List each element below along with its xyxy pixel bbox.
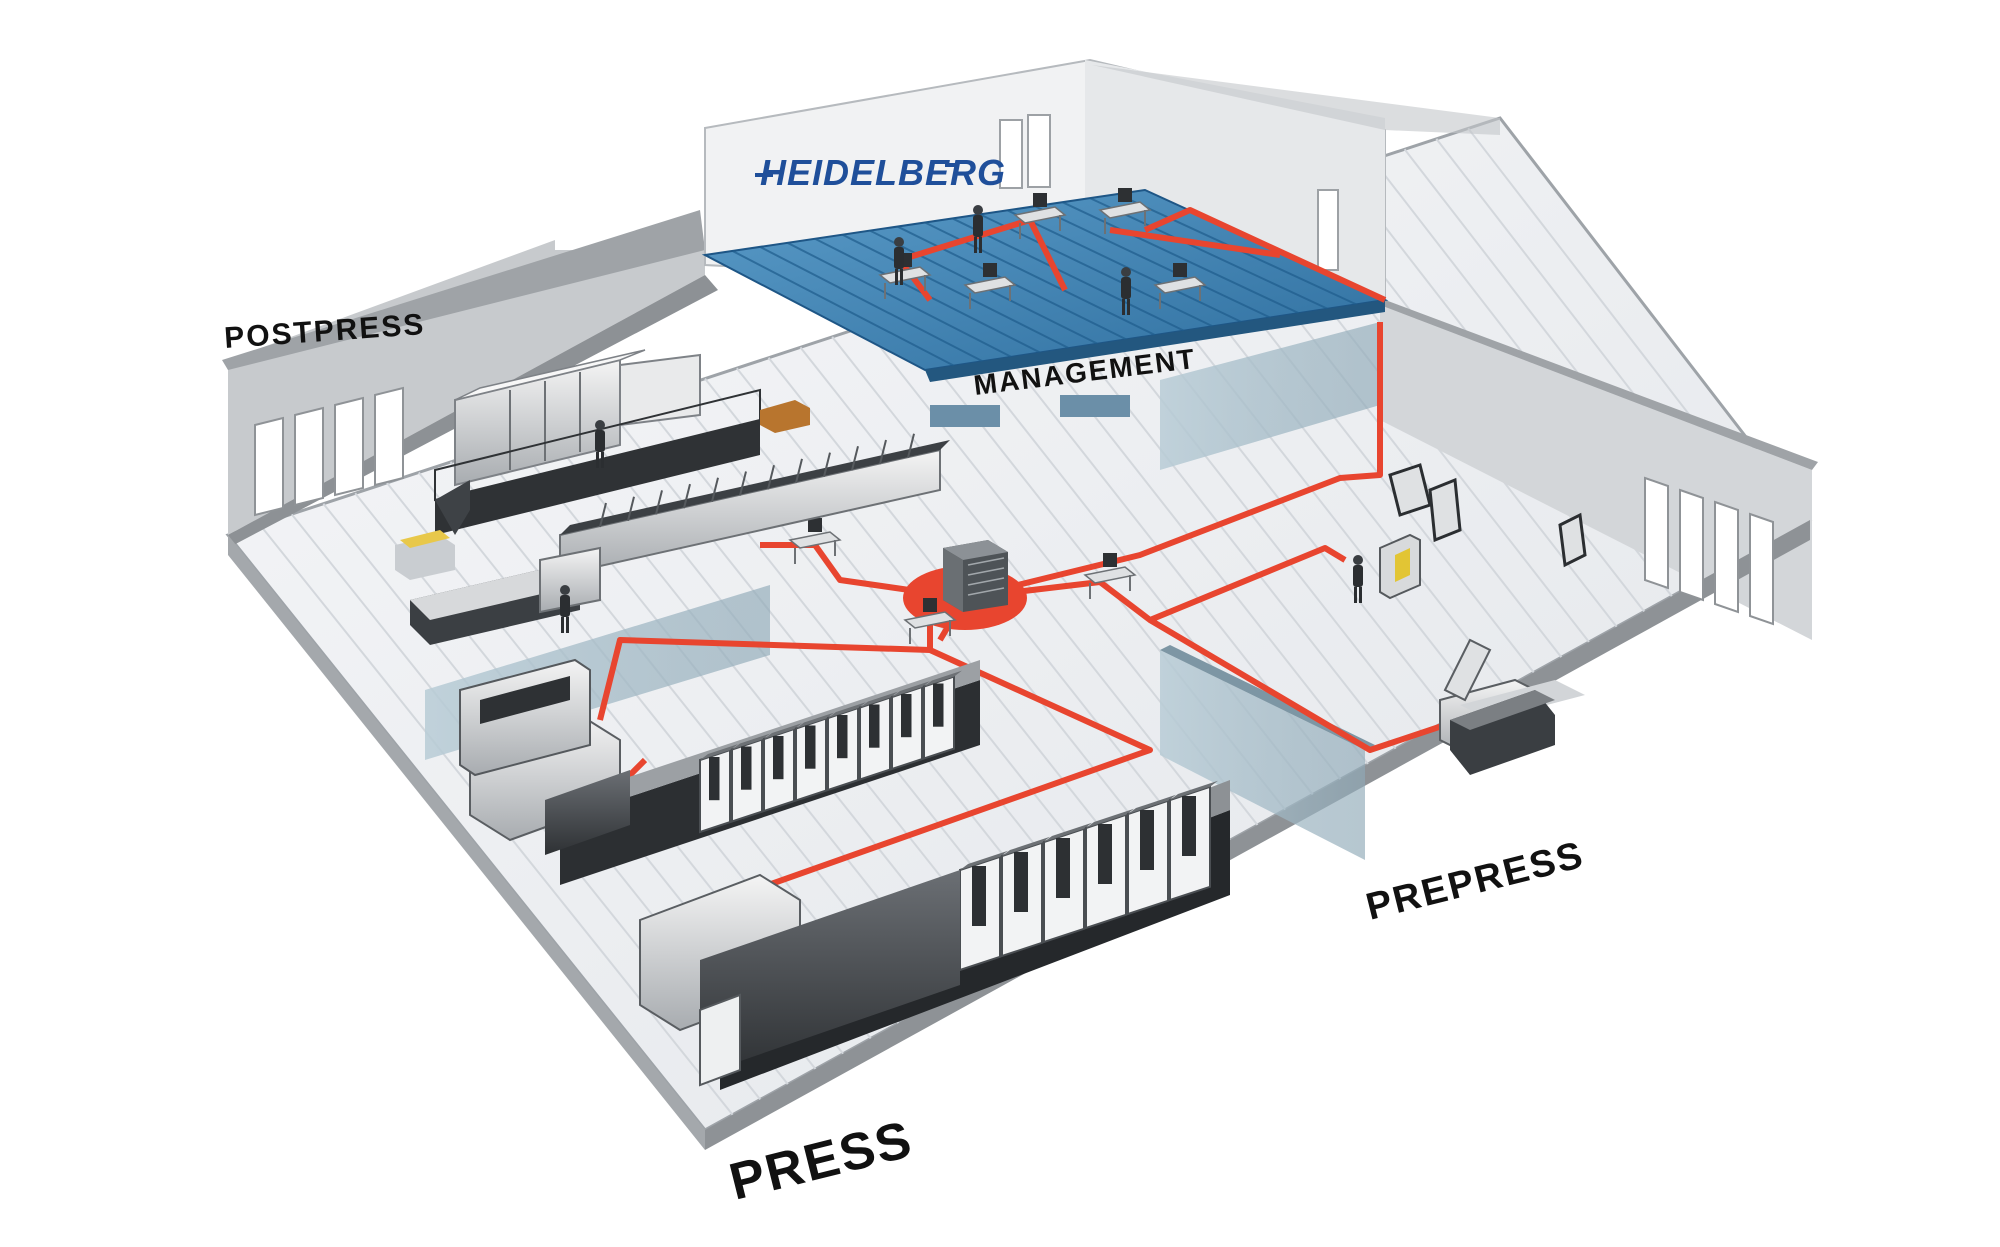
drawing-boards-icon bbox=[1388, 463, 1587, 568]
mezzanine-window bbox=[999, 119, 1023, 189]
printing-unit bbox=[795, 712, 834, 802]
window bbox=[334, 396, 364, 497]
workstations bbox=[788, 188, 1207, 644]
printing-unit bbox=[891, 681, 930, 771]
workstation-icon bbox=[1098, 188, 1152, 234]
window bbox=[1749, 512, 1774, 626]
window bbox=[1644, 476, 1669, 590]
plotter-icon bbox=[1379, 533, 1421, 600]
printing-unit bbox=[699, 744, 738, 834]
large-offset-press-icon bbox=[639, 780, 1230, 1090]
windows-postpress bbox=[254, 386, 404, 517]
label-prepress: PREPRESS bbox=[1362, 834, 1589, 929]
printing-unit bbox=[859, 691, 898, 781]
mezzanine-pallets bbox=[930, 395, 1130, 427]
workstation-icon bbox=[1013, 193, 1067, 239]
pallet-stack-icon bbox=[395, 400, 810, 580]
mezzanine-window bbox=[1027, 114, 1051, 188]
floor-slab-edge bbox=[228, 520, 1810, 1150]
digital-press-icon bbox=[459, 658, 591, 777]
window bbox=[1679, 488, 1704, 602]
cutting-machine-icon bbox=[410, 546, 601, 645]
person-icon bbox=[1121, 267, 1131, 315]
printing-unit bbox=[1085, 808, 1134, 930]
printing-unit bbox=[1169, 780, 1218, 902]
printing-unit bbox=[763, 723, 802, 813]
printing-unit bbox=[827, 702, 866, 792]
workstation-icon bbox=[1153, 263, 1207, 309]
workstation-icon bbox=[1083, 553, 1137, 599]
proof-printer-icon bbox=[1450, 690, 1555, 775]
window bbox=[294, 406, 324, 507]
person-icon bbox=[973, 205, 983, 253]
network-line bbox=[964, 322, 1383, 601]
label-press: PRESS bbox=[724, 1110, 919, 1211]
printing-unit bbox=[923, 670, 962, 760]
workstation-icon bbox=[963, 263, 1017, 309]
network-line bbox=[1109, 227, 1281, 258]
network-line bbox=[1148, 617, 1446, 753]
workstation-icon bbox=[788, 518, 842, 564]
person-icon bbox=[894, 237, 904, 285]
printing-unit bbox=[959, 850, 1008, 972]
workstation-icon bbox=[903, 598, 957, 644]
people bbox=[560, 205, 1363, 633]
printing-unit bbox=[1043, 822, 1092, 944]
windows-prepress bbox=[1644, 476, 1774, 626]
network-line bbox=[597, 615, 933, 721]
person-icon bbox=[560, 585, 570, 633]
network-line bbox=[760, 542, 966, 601]
network-line bbox=[1098, 545, 1347, 623]
printing-unit bbox=[1127, 794, 1176, 916]
window bbox=[374, 386, 404, 487]
network-line bbox=[1143, 207, 1387, 303]
mezzanine-window bbox=[1317, 189, 1339, 271]
window bbox=[1714, 500, 1739, 614]
window bbox=[254, 416, 284, 517]
person-icon bbox=[595, 420, 605, 468]
network-lines bbox=[497, 207, 1446, 1011]
printing-unit bbox=[1001, 836, 1050, 958]
network-line bbox=[897, 217, 1068, 302]
person-icon bbox=[1353, 555, 1363, 603]
printing-unit bbox=[731, 733, 770, 823]
heidelberg-logo: HEIDELBERG bbox=[755, 152, 1006, 193]
svg-text:HEIDELBERG: HEIDELBERG bbox=[760, 152, 1006, 193]
